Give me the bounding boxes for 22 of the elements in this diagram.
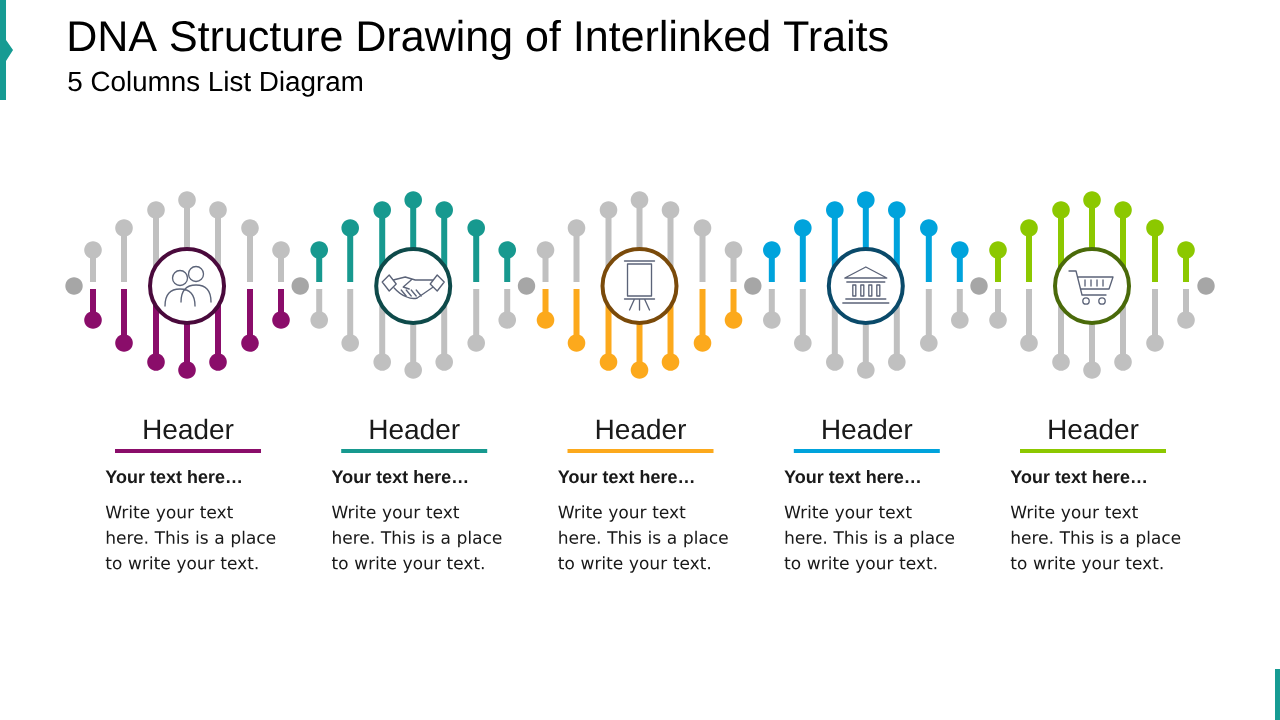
body-text: Write your text here. This is a place to write your text. (784, 505, 955, 573)
column-header: Header (370, 418, 460, 440)
title: DNA Structure Drawing of Interlinked Traits (69, 19, 888, 60)
column-header: Header (596, 418, 686, 440)
body-text: Write your text here. This is a place to write your text. (558, 505, 728, 573)
icon-circle (1053, 247, 1131, 325)
lead-text: Your text here… (331, 469, 468, 484)
body-text: Write your text here. This is a place to write your text. (331, 505, 502, 573)
icon-circle (374, 247, 453, 325)
lead-text: Your text here… (784, 469, 920, 484)
body-text: Write your text here. This is a place to write your text. (1010, 505, 1181, 573)
column-header: Header (1049, 418, 1139, 440)
icon-circle (600, 247, 679, 325)
lead-text: Your text here… (558, 469, 694, 484)
lead-text: Your text here… (105, 469, 241, 484)
icon-circle (826, 247, 905, 325)
column-header: Header (144, 418, 234, 440)
body-text: Write your text here. This is a place to write your text. (105, 505, 276, 573)
subtitle: 5 Columns List Diagram (68, 70, 362, 97)
column-header: Header (823, 418, 913, 440)
icon-circle (148, 247, 226, 325)
lead-text: Your text here… (1010, 469, 1146, 484)
